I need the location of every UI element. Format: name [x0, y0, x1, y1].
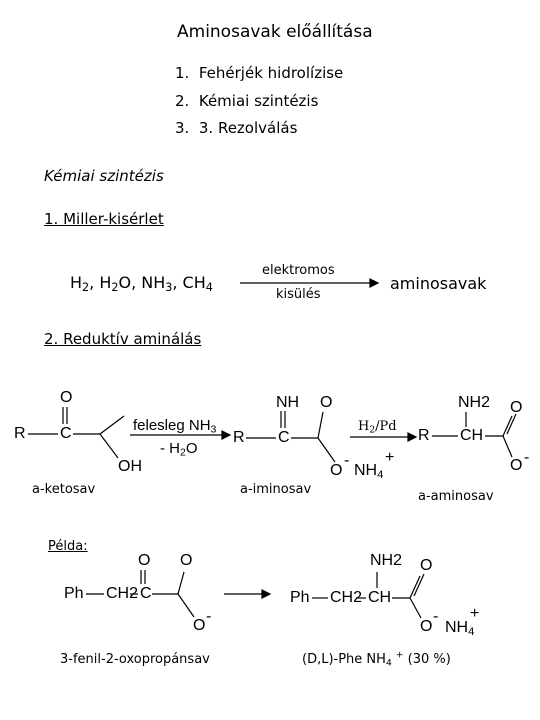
ex-right-ch: CH [368, 589, 392, 606]
step2-label: H2/Pd [358, 419, 397, 436]
list-item-2: 2. Kémiai szintézis [175, 94, 318, 109]
bond [99, 415, 125, 435]
ex-right-ch2: CH2 [330, 589, 363, 606]
imino-nh4: NH4 [354, 462, 384, 481]
ex-left-o-minus: O [193, 617, 206, 634]
list-item-1: 1. Fehérjék hidrolízise [175, 66, 343, 81]
step2-arrowhead [407, 432, 418, 442]
example-heading: Példa: [48, 539, 88, 554]
bond [409, 575, 421, 599]
example-arrowhead [261, 589, 272, 599]
bond [409, 597, 422, 619]
keto-label: a-ketosav [32, 482, 96, 497]
ex-left-ph: Ph [64, 585, 84, 602]
step1-top-label: felesleg NH3 [133, 417, 217, 436]
bond [177, 571, 185, 595]
ex-right-minus: - [433, 608, 439, 625]
bond [177, 593, 195, 618]
imino-plus: + [385, 449, 395, 466]
amino-minus: - [524, 449, 530, 466]
ex-right-ph: Ph [290, 589, 310, 606]
miller-arrowhead [369, 278, 380, 288]
amino-ch: CH [460, 427, 484, 444]
imino-o-minus: O [330, 462, 343, 479]
ex-left-minus: - [206, 608, 212, 625]
ex-right-label: (D,L)-Phe NH4 + (30 %) [302, 650, 451, 669]
list-text: 3. Rezolválás [198, 119, 298, 137]
miller-heading: 1. Miller-kisérlet [44, 210, 164, 228]
ex-left-ch2: CH2 [106, 585, 139, 602]
amino-o-top: O [510, 399, 523, 416]
imino-minus: - [344, 452, 350, 469]
keto-r: R [14, 425, 26, 442]
keto-c: C [60, 425, 72, 442]
imino-label: a-iminosav [240, 482, 312, 497]
bond [502, 415, 513, 437]
amino-nh2: NH2 [458, 394, 491, 411]
ex-right-plus: + [470, 605, 480, 622]
list-text: Fehérjék hidrolízise [198, 64, 344, 82]
amino-label: a-aminosav [418, 489, 494, 504]
list-number: 2. [175, 92, 190, 110]
list-number: 1. [175, 64, 190, 82]
bond [317, 411, 324, 439]
miller-reactants: H2, H2O, NH3, CH4 [70, 273, 213, 294]
step1-bottom-label: - H2O [160, 440, 198, 459]
ex-left-o-right: O [180, 552, 193, 569]
ex-left-label: 3-fenil-2-oxopropánsav [60, 652, 210, 667]
ex-right-o-top: O [420, 557, 433, 574]
list-number: 3. [175, 119, 190, 137]
amino-o-minus: O [510, 457, 523, 474]
amino-r: R [418, 427, 430, 444]
list-item-3: 3. 3. Rezolválás [175, 121, 297, 136]
miller-arrow-bottom: kisülés [276, 287, 321, 302]
ex-left-c: C [140, 585, 152, 602]
bond [506, 413, 517, 435]
ex-right-o-minus: O [420, 618, 433, 635]
list-text: Kémiai szintézis [198, 92, 319, 110]
ex-right-nh2: NH2 [370, 552, 403, 569]
imino-r: R [233, 429, 245, 446]
keto-o-top: O [60, 389, 73, 406]
bond [502, 435, 513, 458]
section-title: Kémiai szintézis [44, 167, 164, 185]
step1-arrowhead [221, 430, 232, 440]
bond [317, 437, 336, 463]
miller-arrow-top: elektromos [262, 263, 335, 278]
ex-right-nh4: NH4 [445, 619, 475, 638]
bond [413, 573, 425, 597]
keto-oh: OH [118, 458, 142, 475]
miller-product: aminosavak [390, 274, 487, 293]
reductive-heading: 2. Reduktív aminálás [44, 330, 202, 348]
page-title: Aminosavak előállítása [177, 22, 373, 42]
ex-left-o-top: O [138, 552, 151, 569]
imino-nh: NH [276, 394, 300, 411]
imino-c: C [278, 429, 290, 446]
bond [99, 433, 119, 459]
imino-o-top: O [320, 394, 333, 411]
